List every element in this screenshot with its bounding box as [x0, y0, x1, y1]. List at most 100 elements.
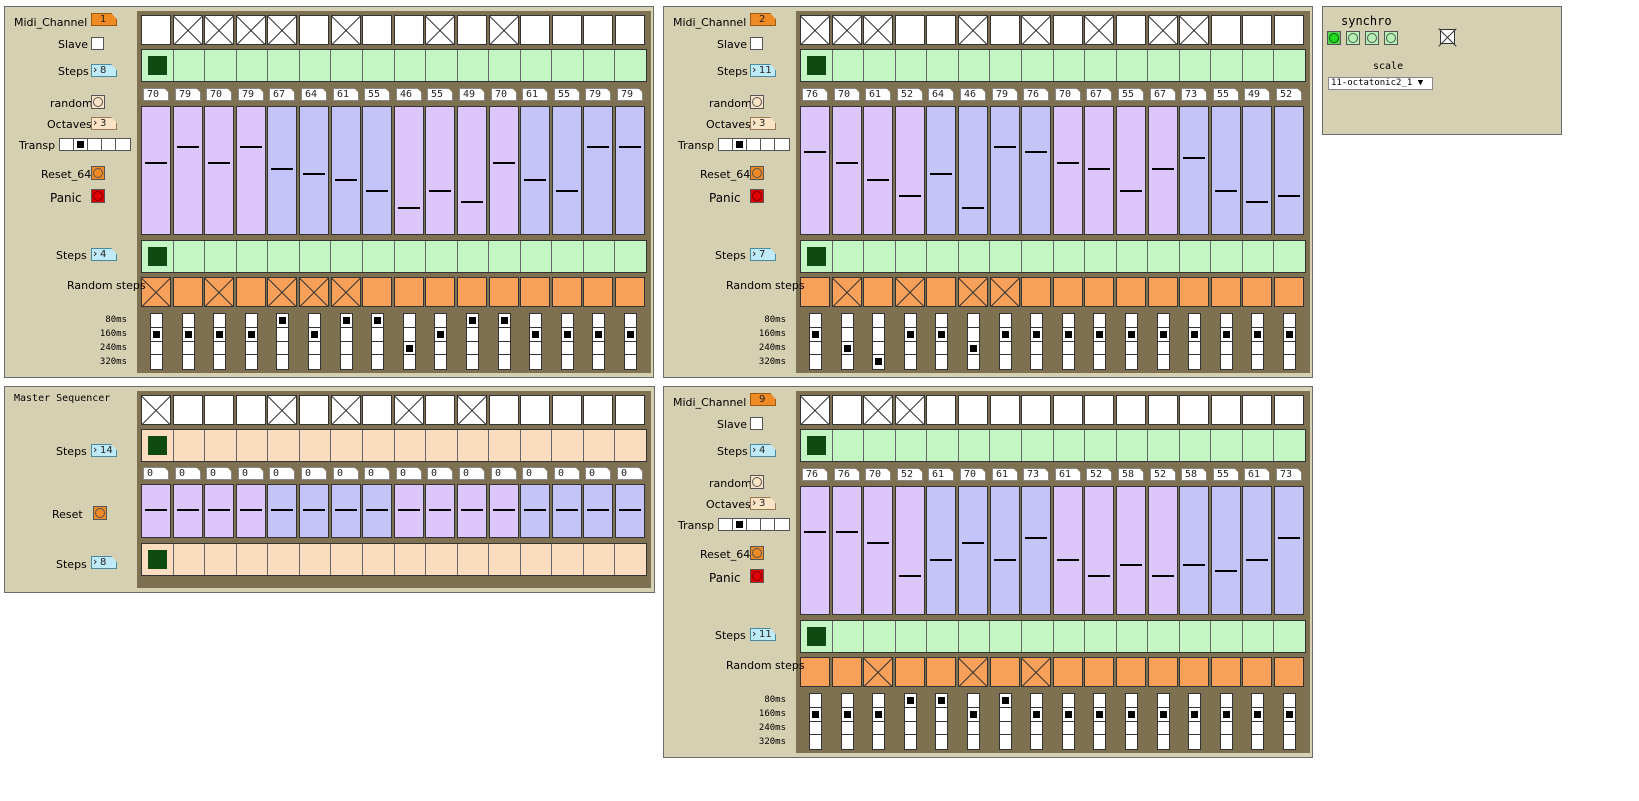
duration-option[interactable]: [936, 722, 947, 736]
note-value-box[interactable]: 0: [427, 467, 453, 480]
duration-option[interactable]: [277, 314, 288, 328]
duration-radio[interactable]: [935, 693, 948, 750]
duration-option[interactable]: [1284, 314, 1295, 328]
note-slider[interactable]: [1179, 486, 1209, 615]
duration-radio[interactable]: [434, 313, 447, 370]
step-toggle[interactable]: [489, 395, 519, 425]
note-value-box[interactable]: 70: [206, 88, 232, 101]
duration-option[interactable]: [810, 342, 821, 356]
duration-radio[interactable]: [809, 693, 822, 750]
reset-bang[interactable]: [93, 506, 107, 520]
duration-option[interactable]: [873, 735, 884, 749]
step-toggle[interactable]: [173, 395, 203, 425]
duration-option[interactable]: [810, 314, 821, 328]
duration-option[interactable]: [968, 694, 979, 708]
step-toggle[interactable]: [895, 15, 925, 45]
duration-radio[interactable]: [967, 313, 980, 370]
duration-option[interactable]: [1252, 342, 1263, 356]
duration-option[interactable]: [1031, 708, 1042, 722]
duration-option[interactable]: [1000, 314, 1011, 328]
duration-option[interactable]: [842, 355, 853, 369]
note-slider[interactable]: [615, 484, 645, 538]
note-value-box[interactable]: 0: [554, 467, 580, 480]
duration-option[interactable]: [214, 314, 225, 328]
note-slider[interactable]: [800, 486, 830, 615]
duration-option[interactable]: [1158, 342, 1169, 356]
duration-option[interactable]: [1126, 735, 1137, 749]
duration-option[interactable]: [435, 355, 446, 369]
duration-option[interactable]: [842, 708, 853, 722]
random-step-toggle[interactable]: [1084, 657, 1114, 687]
random-step-toggle[interactable]: [832, 657, 862, 687]
random-step-toggle[interactable]: [236, 277, 266, 307]
note-value-box[interactable]: 0: [459, 467, 485, 480]
note-value-box[interactable]: 46: [960, 88, 986, 101]
slave-toggle[interactable]: [91, 37, 104, 50]
step-toggle[interactable]: [863, 15, 893, 45]
octaves-number[interactable]: 3: [91, 117, 117, 130]
step-toggle[interactable]: [895, 395, 925, 425]
duration-option[interactable]: [562, 328, 573, 342]
note-slider[interactable]: [863, 106, 893, 235]
duration-option[interactable]: [1094, 355, 1105, 369]
duration-radio[interactable]: [1093, 313, 1106, 370]
note-value-box[interactable]: 0: [143, 467, 169, 480]
duration-option[interactable]: [277, 328, 288, 342]
note-slider[interactable]: [1021, 106, 1051, 235]
note-slider[interactable]: [425, 106, 455, 235]
note-slider[interactable]: [1211, 486, 1241, 615]
duration-radio[interactable]: [529, 313, 542, 370]
step-toggle[interactable]: [552, 15, 582, 45]
step-toggle[interactable]: [331, 15, 361, 45]
duration-radio[interactable]: [1188, 313, 1201, 370]
duration-option[interactable]: [905, 355, 916, 369]
random-step-toggle[interactable]: [362, 277, 392, 307]
note-value-box[interactable]: 76: [802, 468, 828, 481]
note-value-box[interactable]: 52: [1150, 468, 1176, 481]
duration-option[interactable]: [183, 342, 194, 356]
note-value-box[interactable]: 70: [865, 468, 891, 481]
note-value-box[interactable]: 0: [364, 467, 390, 480]
duration-radio[interactable]: [1062, 693, 1075, 750]
note-slider[interactable]: [1053, 486, 1083, 615]
note-slider[interactable]: [1242, 106, 1272, 235]
step-toggle[interactable]: [1274, 395, 1304, 425]
synchro-led-1[interactable]: [1327, 31, 1341, 45]
duration-option[interactable]: [1094, 694, 1105, 708]
note-slider[interactable]: [1274, 486, 1304, 615]
random-step-toggle[interactable]: [1179, 277, 1209, 307]
steps-number[interactable]: 11: [750, 64, 776, 77]
step-toggle[interactable]: [394, 15, 424, 45]
duration-option[interactable]: [905, 735, 916, 749]
synchro-led-2[interactable]: [1346, 31, 1360, 45]
duration-option[interactable]: [1000, 694, 1011, 708]
note-slider[interactable]: [457, 484, 487, 538]
duration-option[interactable]: [341, 314, 352, 328]
duration-option[interactable]: [936, 342, 947, 356]
step-toggle[interactable]: [204, 15, 234, 45]
transpose-option[interactable]: [719, 519, 733, 530]
random-step-toggle[interactable]: [1274, 657, 1304, 687]
duration-option[interactable]: [1031, 735, 1042, 749]
step-toggle[interactable]: [457, 15, 487, 45]
note-slider[interactable]: [832, 106, 862, 235]
duration-option[interactable]: [246, 314, 257, 328]
duration-option[interactable]: [1284, 722, 1295, 736]
note-slider[interactable]: [331, 484, 361, 538]
duration-radio[interactable]: [1062, 313, 1075, 370]
duration-option[interactable]: [1094, 328, 1105, 342]
note-slider[interactable]: [990, 106, 1020, 235]
duration-option[interactable]: [499, 328, 510, 342]
synchro-led-3[interactable]: [1365, 31, 1379, 45]
duration-option[interactable]: [151, 314, 162, 328]
random-step-toggle[interactable]: [1053, 657, 1083, 687]
step-toggle[interactable]: [1274, 15, 1304, 45]
duration-option[interactable]: [530, 328, 541, 342]
duration-option[interactable]: [1252, 708, 1263, 722]
note-slider[interactable]: [958, 106, 988, 235]
panic-bang[interactable]: [750, 189, 764, 203]
steps-number[interactable]: 8: [91, 64, 117, 77]
note-value-box[interactable]: 46: [396, 88, 422, 101]
duration-option[interactable]: [1221, 735, 1232, 749]
step-toggle[interactable]: [1148, 15, 1178, 45]
